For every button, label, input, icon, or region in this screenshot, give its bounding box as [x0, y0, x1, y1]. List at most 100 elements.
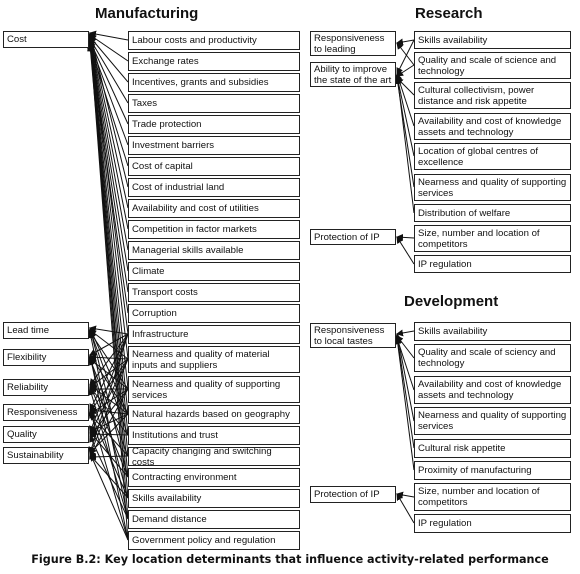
development-factor: Size, number and location of competitors: [414, 483, 571, 511]
mfg-factor: Demand distance: [128, 510, 300, 529]
connector-to-flexibility: [89, 353, 129, 361]
connector-to-cost: [89, 40, 129, 125]
connector-to-local-tastes: [394, 337, 415, 471]
connector-to-quality: [88, 333, 129, 433]
connector-to-cost: [89, 36, 129, 83]
connector-to-responsiveness: [89, 333, 129, 411]
mfg-factor: Institutions and trust: [128, 426, 300, 445]
connector-to-cost: [87, 36, 129, 230]
mfg-factor: Corruption: [128, 304, 300, 323]
connector-to-cost: [87, 34, 129, 360]
connector-to-sustainability: [89, 453, 129, 461]
connector-to-state-of-the-art: [396, 39, 415, 75]
research-factor: Size, number and location of competitors: [414, 225, 571, 252]
mfg-factor: Climate: [128, 262, 300, 281]
development-outcome-protection-of-ip: Protection of IP: [310, 486, 396, 503]
connector-to-leading-customers: [396, 38, 415, 46]
research-factor: Cultural collectivism, power distance an…: [414, 82, 571, 109]
development-factor: Quality and scale of sciency and technol…: [414, 344, 571, 372]
research-title: Research: [415, 5, 483, 22]
mfg-factor: Contracting environment: [128, 468, 300, 487]
research-factor: Nearness and quality of supporting servi…: [414, 174, 571, 201]
connector-to-cost: [87, 36, 129, 390]
connector-to-cost: [89, 38, 129, 104]
mfg-factor: Infrastructure: [128, 325, 300, 344]
mfg-outcome-responsiveness: Responsiveness: [3, 404, 89, 421]
mfg-factor: Managerial skills available: [128, 241, 300, 260]
mfg-factor: Investment barriers: [128, 136, 300, 155]
mfg-outcome-quality: Quality: [3, 426, 89, 443]
mfg-factor: Labour costs and productivity: [128, 31, 300, 50]
research-outcome-leading-customers: Responsiveness to leading customers: [310, 31, 396, 56]
connector-to-flexibility: [89, 354, 129, 415]
mfg-outcome-sustainability: Sustainability: [3, 447, 89, 464]
connector-to-cost: [87, 32, 129, 335]
development-factor: Availability and cost of knowledge asset…: [414, 376, 571, 404]
connector-to-reliability: [89, 384, 129, 478]
connector-to-local-tastes: [396, 329, 415, 337]
research-factor: Quality and scale of science and technol…: [414, 52, 571, 79]
mfg-factor: Incentives, grants and subsidies: [128, 73, 300, 92]
research-factor: Location of global centres of excellence: [414, 143, 571, 170]
connector-to-cost: [87, 38, 129, 251]
connector-to-state-of-the-art: [394, 75, 415, 157]
development-outcome-local-tastes: Responsiveness to local tastes: [310, 323, 396, 348]
figure-caption: Figure B.2: Key location determinants th…: [31, 553, 549, 566]
connector-to-sustainability: [88, 333, 129, 454]
connector-to-sustainability: [88, 358, 129, 456]
connector-to-research-ip: [396, 236, 415, 265]
research-factor: IP regulation: [414, 255, 571, 273]
development-factor: IP regulation: [414, 514, 571, 533]
connector-to-reliability: [89, 333, 129, 386]
research-factor: Skills availability: [414, 31, 571, 49]
development-factor: Skills availability: [414, 322, 571, 341]
mfg-factor: Natural hazards based on geography: [128, 405, 300, 424]
mfg-factor: Government policy and regulation: [128, 531, 300, 550]
connector-to-lead-time: [89, 325, 129, 335]
mfg-factor: Nearness and quality of supporting servi…: [128, 376, 300, 403]
research-factor: Distribution of welfare: [414, 204, 571, 222]
connector-to-development-ip: [396, 491, 415, 499]
manufacturing-title: Manufacturing: [95, 5, 199, 22]
mfg-outcome-cost: Cost: [3, 31, 89, 48]
mfg-factor: Taxes: [128, 94, 300, 113]
mfg-factor: Exchange rates: [128, 52, 300, 71]
mfg-factor: Nearness and quality of material inputs …: [128, 346, 300, 373]
research-factor: Availability and cost of knowledge asset…: [414, 113, 571, 140]
connector-to-sustainability: [89, 388, 129, 458]
connector-to-sustainability: [89, 454, 129, 499]
connector-to-flexibility: [89, 333, 129, 356]
mfg-factor: Transport costs: [128, 283, 300, 302]
development-factor: Cultural risk appetite: [414, 439, 571, 458]
mfg-factor: Competition in factor markets: [128, 220, 300, 239]
mfg-factor: Skills availability: [128, 489, 300, 508]
connector-to-sustainability: [89, 413, 129, 454]
connector-to-leading-customers: [396, 42, 415, 66]
mfg-factor: Cost of industrial land: [128, 178, 300, 197]
connector-to-local-tastes: [394, 335, 415, 449]
mfg-outcome-reliability: Reliability: [3, 379, 89, 396]
connector-to-research-ip: [396, 233, 415, 241]
mfg-factor: Availability and cost of utilities: [128, 199, 300, 218]
connector-to-cost: [87, 34, 129, 209]
connector-to-quality: [89, 358, 129, 435]
mfg-outcome-lead-time: Lead time: [3, 322, 89, 339]
connector-to-state-of-the-art: [394, 73, 415, 214]
mfg-outcome-flexibility: Flexibility: [3, 349, 89, 366]
connector-to-cost: [89, 30, 129, 41]
connector-to-reliability: [89, 386, 129, 436]
mfg-factor: Cost of capital: [128, 157, 300, 176]
research-outcome-protection-of-ip: Protection of IP: [310, 229, 396, 245]
connector-to-development-ip: [396, 493, 415, 524]
connector-to-state-of-the-art: [396, 64, 415, 77]
development-factor: Proximity of manufacturing: [414, 461, 571, 480]
development-factor: Nearness and quality of supporting servi…: [414, 407, 571, 435]
connector-to-responsiveness: [89, 358, 129, 413]
research-outcome-state-of-the-art: Ability to improve the state of the art: [310, 62, 396, 87]
development-title: Development: [404, 293, 499, 310]
connector-to-local-tastes: [394, 333, 415, 422]
connector-to-sustainability: [89, 452, 129, 541]
mfg-factor: Trade protection: [128, 115, 300, 134]
connector-to-cost: [88, 32, 129, 188]
